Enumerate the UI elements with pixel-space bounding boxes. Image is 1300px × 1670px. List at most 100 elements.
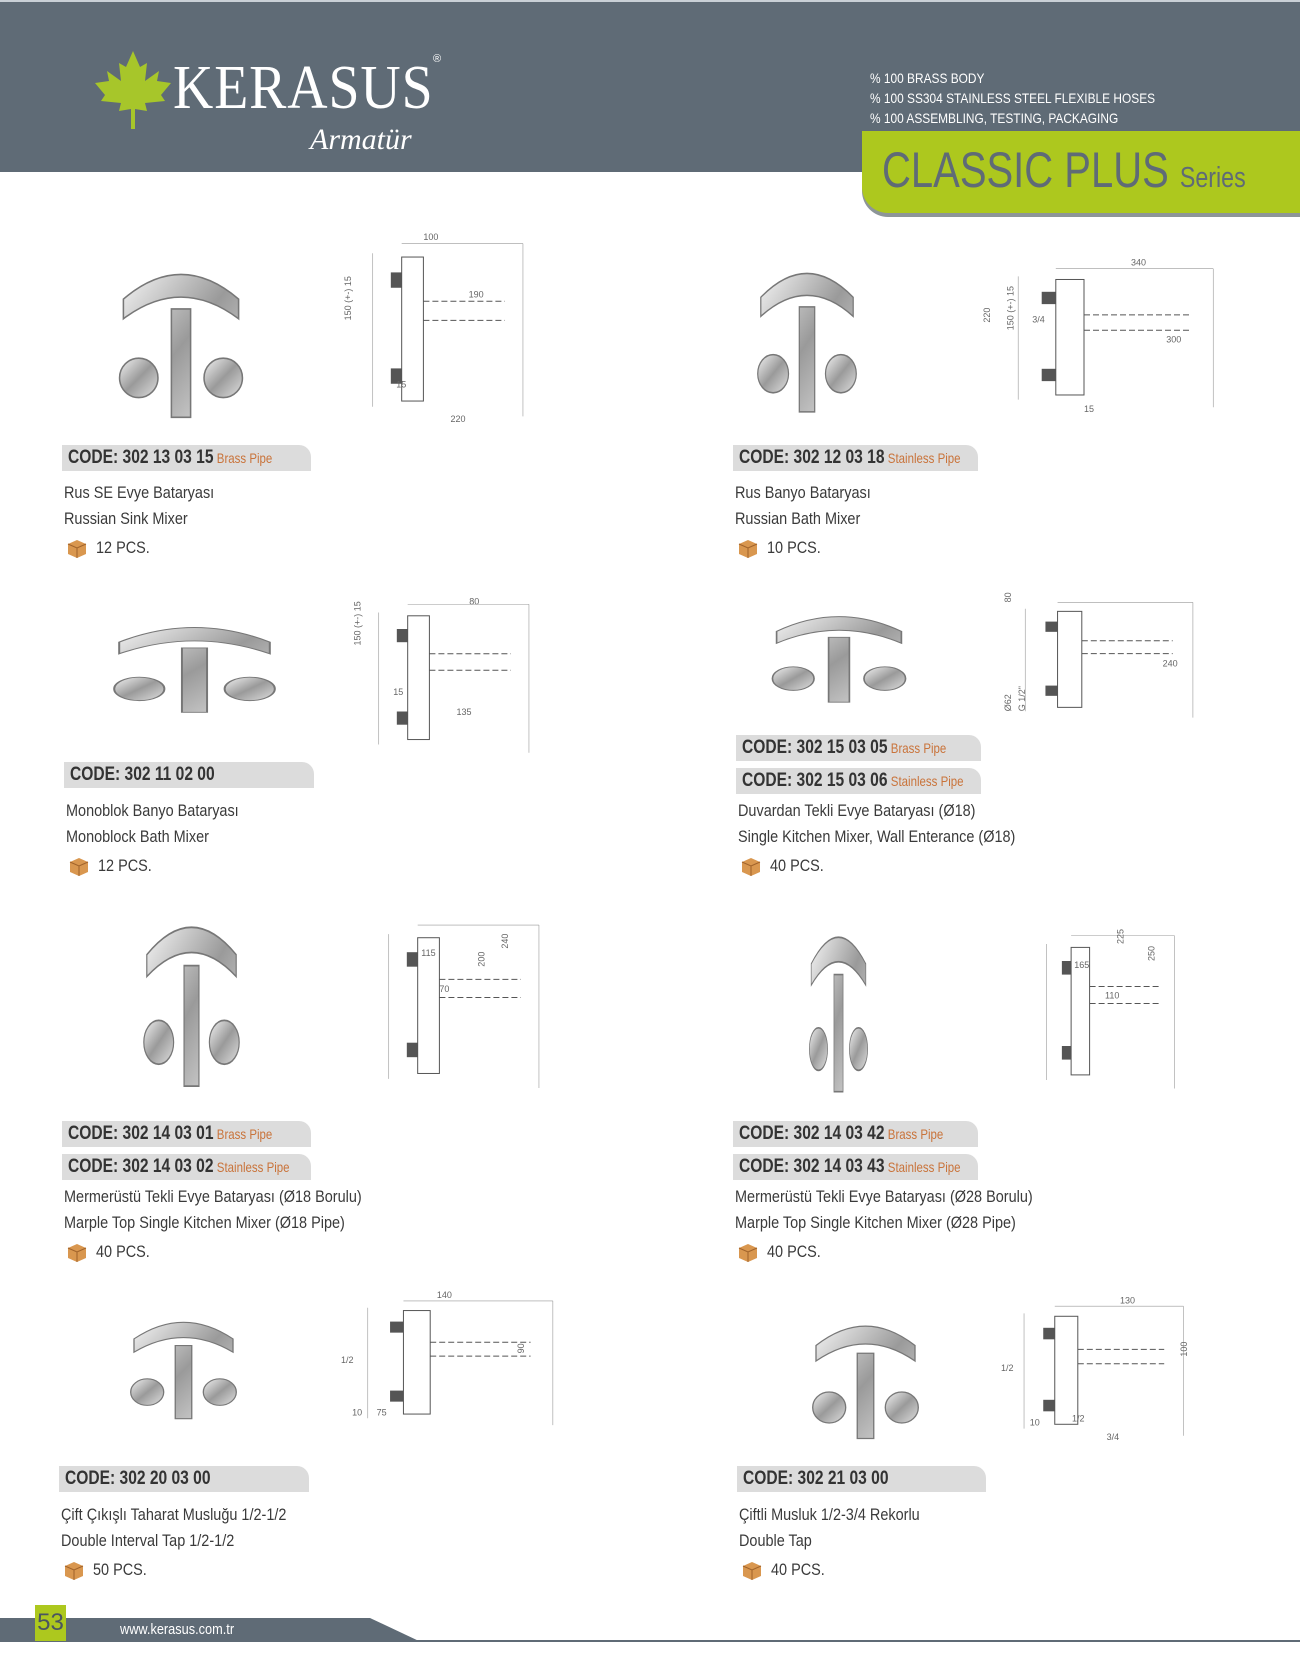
product-code-bar: CODE: 302 21 03 00 <box>737 1466 986 1492</box>
pipe-type: Stainless Pipe <box>890 773 964 789</box>
dimension-label: Ø62 <box>1003 694 1013 711</box>
package-quantity: 40 PCS. <box>741 1559 834 1581</box>
product-code: CODE: 302 14 03 43 <box>739 1156 885 1177</box>
feature-item: % 100 BRASS BODY <box>870 70 985 86</box>
dimension-label: 110 <box>1105 990 1119 1000</box>
box-icon <box>69 858 89 876</box>
package-quantity: 12 PCS. <box>68 855 161 877</box>
product-code: CODE: 302 15 03 06 <box>742 770 888 791</box>
dimension-label: 100 <box>1179 1342 1189 1357</box>
dimension-label: 15 <box>393 687 403 697</box>
brand-logo: KERASUS ® Armatür <box>95 45 475 165</box>
package-quantity: 40 PCS. <box>66 1241 159 1263</box>
dimension-label: 150 (+-) 15 <box>343 276 353 320</box>
brand-name: KERASUS <box>173 54 434 122</box>
product-photo <box>812 1325 919 1440</box>
dimension-label: G 1/2" <box>1017 686 1027 711</box>
dimension-label: 130 <box>1120 1295 1135 1305</box>
series-banner: CLASSIC PLUS Series <box>862 131 1300 213</box>
dimension-label: 340 <box>1131 258 1146 268</box>
product-name-tr: Mermerüstü Tekli Evye Bataryası (Ø18 Bor… <box>64 1187 362 1206</box>
product-code: CODE: 302 14 03 01 <box>68 1123 214 1144</box>
product-code: CODE: 302 13 03 15 <box>68 447 214 468</box>
box-icon <box>738 1244 758 1262</box>
product-name-en: Double Interval Tap 1/2-1/2 <box>61 1531 235 1550</box>
product-name-tr: Monoblok Banyo Bataryası <box>66 801 239 820</box>
brand-sub: Armatür <box>310 123 412 156</box>
dimension-label: 225 <box>1115 929 1125 944</box>
technical-drawing: 80 150 (+-) 15 15 135 <box>353 596 530 753</box>
technical-drawing: 100 190 150 (+-) 15 15 220 <box>343 232 524 424</box>
product-photo <box>143 926 240 1087</box>
product-name-tr: Duvardan Tekli Evye Bataryası (Ø18) <box>738 801 976 820</box>
dimension-label: 190 <box>469 289 484 299</box>
pipe-type: Brass Pipe <box>216 1126 273 1142</box>
box-icon <box>67 540 87 558</box>
dimension-label: 240 <box>500 934 510 949</box>
box-icon <box>738 540 758 558</box>
product-name-en: Marple Top Single Kitchen Mixer (Ø28 Pip… <box>735 1213 1016 1232</box>
pipe-type: Brass Pipe <box>887 1126 944 1142</box>
box-icon <box>64 1562 84 1580</box>
feature-item: % 100 SS304 STAINLESS STEEL FLEXIBLE HOS… <box>870 90 1156 106</box>
pcs-label: 12 PCS. <box>96 538 150 557</box>
product-code: CODE: 302 15 03 05 <box>742 737 888 758</box>
feature-list: % 100 BRASS BODY % 100 SS304 STAINLESS S… <box>870 68 1155 128</box>
pipe-type: Brass Pipe <box>216 450 273 466</box>
series-suffix: Series <box>1179 162 1246 194</box>
dimension-label: 90 <box>516 1343 526 1353</box>
dimension-label: 220 <box>451 414 466 424</box>
dimension-label: 80 <box>469 596 479 606</box>
website-url[interactable]: www.kerasus.com.tr <box>120 1621 235 1638</box>
maple-leaf-icon <box>95 51 171 129</box>
dimension-label: 140 <box>437 1290 452 1300</box>
product-photo <box>809 936 868 1093</box>
product-code: CODE: 302 12 03 18 <box>739 447 885 468</box>
product-name-en: Monoblock Bath Mixer <box>66 827 209 846</box>
pcs-label: 50 PCS. <box>93 1560 147 1579</box>
dimension-label: 10 <box>352 1407 362 1417</box>
product-code: CODE: 302 11 02 00 <box>70 764 215 785</box>
product-photo <box>771 616 907 703</box>
dimension-label: 220 <box>982 308 992 323</box>
product-photo <box>118 273 244 419</box>
product-photo <box>113 627 276 713</box>
footer-bar <box>0 1618 421 1642</box>
dimension-label: 15 <box>396 380 406 390</box>
pipe-type: Brass Pipe <box>890 740 947 756</box>
package-quantity: 10 PCS. <box>737 537 830 559</box>
pcs-label: 12 PCS. <box>98 856 152 875</box>
box-icon <box>741 858 761 876</box>
dimension-label: 200 <box>477 952 487 967</box>
dimension-label: 100 <box>423 232 438 242</box>
pipe-type: Stainless Pipe <box>887 450 961 466</box>
box-icon <box>742 1562 762 1580</box>
product-code: CODE: 302 14 03 42 <box>739 1123 885 1144</box>
product-name-tr: Rus SE Evye Bataryası <box>64 483 215 502</box>
package-quantity: 40 PCS. <box>737 1241 830 1263</box>
dimension-label: 15 <box>1084 404 1094 414</box>
product-name-en: Single Kitchen Mixer, Wall Enterance (Ø1… <box>738 827 1016 846</box>
package-quantity: 40 PCS. <box>740 855 833 877</box>
dimension-label: 135 <box>457 707 472 717</box>
dimension-label: 250 <box>1146 946 1156 961</box>
pcs-label: 40 PCS. <box>767 1242 821 1261</box>
dimension-label: 1/2 <box>1072 1413 1085 1423</box>
product-code: CODE: 302 14 03 02 <box>68 1156 214 1177</box>
product-name-tr: Mermerüstü Tekli Evye Bataryası (Ø28 Bor… <box>735 1187 1033 1206</box>
package-quantity: 50 PCS. <box>63 1559 156 1581</box>
pipe-type: Stainless Pipe <box>216 1159 290 1175</box>
product-name-tr: Rus Banyo Bataryası <box>735 483 871 502</box>
dimension-label: 10 <box>1030 1418 1040 1428</box>
dimension-label: 3/4 <box>1032 315 1045 325</box>
dimension-label: 150 (+-) 15 <box>353 601 363 645</box>
registered-mark: ® <box>433 53 442 65</box>
